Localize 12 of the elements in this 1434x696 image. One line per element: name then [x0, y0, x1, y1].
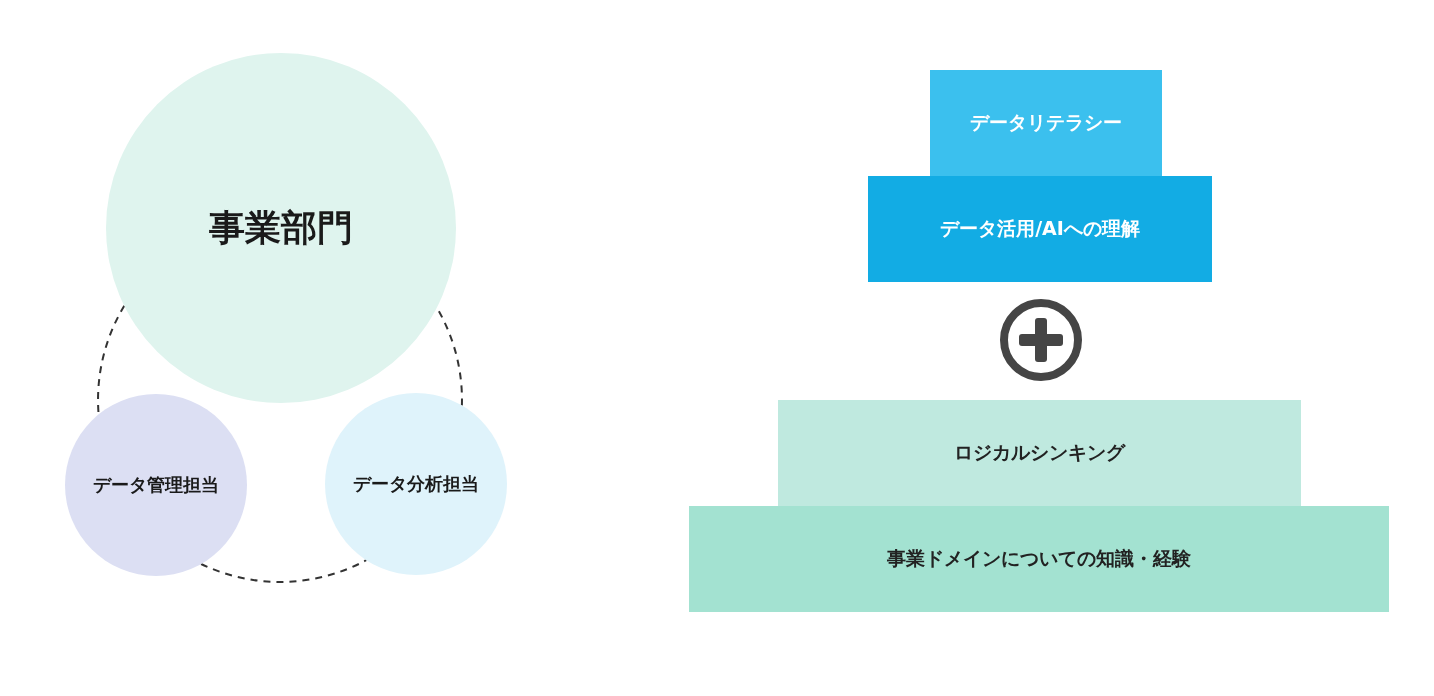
skill-block: [868, 176, 1212, 282]
node-text: データリテラシー: [970, 110, 1122, 135]
node-text: データ活用/AIへの理解: [940, 216, 1140, 241]
node-text: ロジカルシンキング: [954, 440, 1125, 465]
skill-block: [689, 506, 1389, 612]
node-text: データ分析担当: [353, 472, 479, 496]
node-text: データ管理担当: [93, 473, 219, 497]
node-text: 事業部門: [209, 205, 353, 250]
node-text: 事業ドメインについての知識・経験: [887, 546, 1191, 571]
skill-block: [778, 400, 1301, 506]
dashed-connector: [200, 559, 368, 583]
skill-block: [930, 70, 1162, 176]
